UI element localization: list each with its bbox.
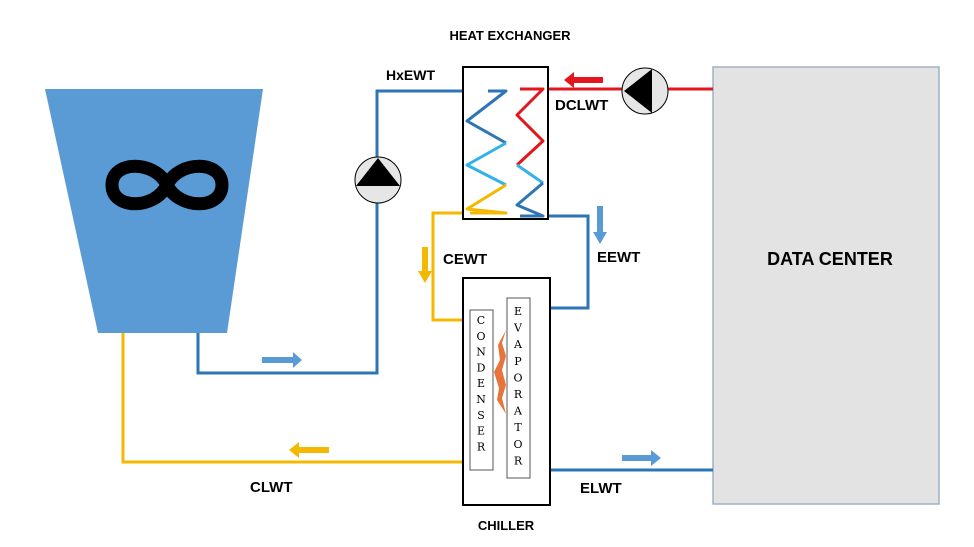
eewt-label: EEWT (597, 249, 640, 266)
hxewt-label: HxEWT (386, 67, 435, 83)
flow-arrow-icon (289, 442, 329, 458)
clwt-label: CLWT (250, 479, 293, 496)
flame-icon (494, 330, 506, 414)
heat-exchanger-cold-coil (465, 89, 508, 215)
eewt-blue-pipe (520, 214, 590, 310)
elwt-label: ELWT (580, 480, 622, 497)
flow-arrow-icon (593, 206, 607, 244)
heat-exchanger-hot-coil (515, 87, 545, 218)
dclwt-label: DCLWT (555, 97, 608, 114)
cewt-label: CEWT (443, 251, 487, 268)
condenser-panel (469, 309, 494, 471)
flow-arrow-icon (622, 450, 661, 466)
flow-arrow-icon (564, 72, 603, 88)
tower-return-blue-pipe (196, 89, 490, 375)
pump-icon (621, 67, 669, 115)
flow-arrow-icon (262, 352, 302, 368)
infinity-icon (105, 159, 229, 211)
evaporator-panel (506, 297, 531, 479)
data-center-label: DATA CENTER (767, 249, 893, 269)
clwt-yellow-pipe (121, 333, 470, 464)
heat-exchanger-label: HEAT EXCHANGER (449, 28, 571, 43)
chiller-label: CHILLER (478, 518, 535, 533)
cewt-yellow-pipe (431, 211, 470, 322)
data-center-box (712, 66, 940, 505)
pump-icon (354, 156, 402, 204)
cooling-tower (45, 89, 263, 333)
flow-arrow-icon (418, 247, 432, 283)
